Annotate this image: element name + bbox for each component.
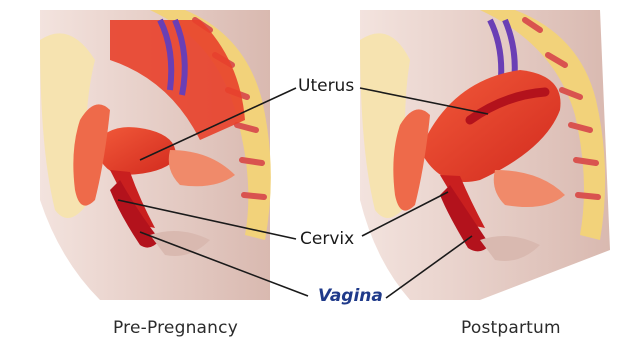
pre-pregnancy-illustration bbox=[40, 10, 271, 300]
label-cervix: Cervix bbox=[300, 229, 354, 249]
label-uterus: Uterus bbox=[298, 76, 354, 96]
label-vagina: Vagina bbox=[318, 286, 383, 306]
caption-pre-pregnancy: Pre-Pregnancy bbox=[113, 318, 238, 340]
caption-postpartum: Postpartum bbox=[461, 318, 561, 340]
postpartum-illustration bbox=[360, 10, 610, 300]
